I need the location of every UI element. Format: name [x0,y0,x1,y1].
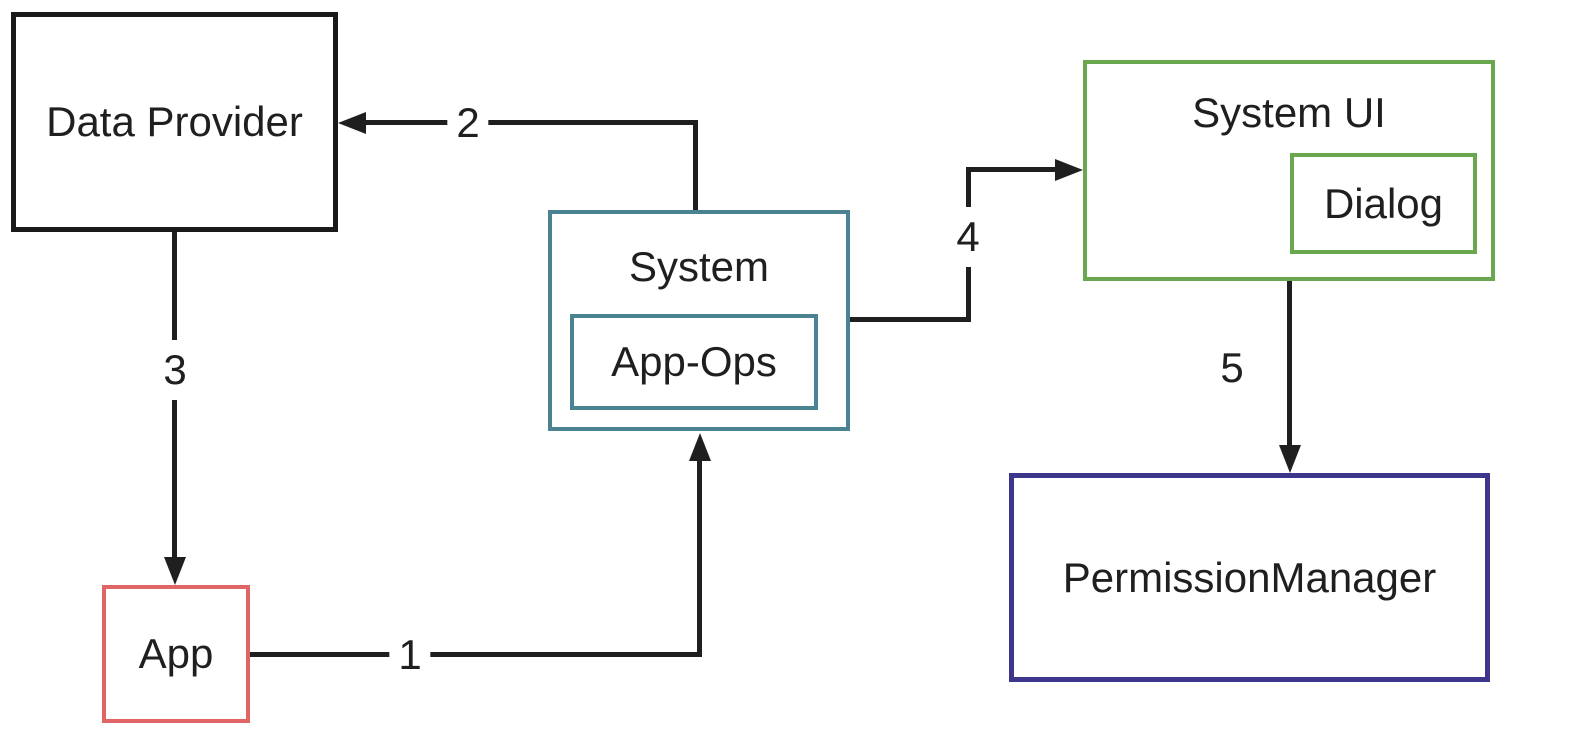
edge-2-label: 2 [447,100,489,146]
node-app: App [102,585,250,723]
node-dialog-label: Dialog [1323,179,1444,227]
node-permission-manager-label: PermissionManager [1062,553,1437,601]
edge-1-label: 1 [389,632,431,678]
node-system-ui-label: System UI [1192,89,1386,136]
node-dialog: Dialog [1290,153,1477,254]
edge-2-vertical-line [693,120,698,210]
edge-4-lower-horizontal-line [850,317,971,322]
edge-1-horizontal-line [250,652,702,657]
edge-1-vertical-line [697,459,702,657]
edge-2-arrowhead-left-icon [338,112,366,134]
node-app-ops: App-Ops [570,314,818,410]
edge-5-arrowhead-down-icon [1279,445,1301,473]
node-data-provider: Data Provider [11,12,338,232]
node-system-label: System [628,243,770,290]
edge-3-label: 3 [159,340,191,400]
edge-1-arrowhead-up-icon [689,433,711,461]
edge-5-vertical-line [1287,281,1292,447]
edge-4-arrowhead-right-icon [1055,159,1083,181]
node-data-provider-label: Data Provider [46,98,303,145]
edge-4-label: 4 [952,207,984,267]
node-app-label: App [138,630,214,677]
edge-4-upper-horizontal-line [966,167,1058,172]
node-permission-manager: PermissionManager [1009,473,1490,682]
node-app-ops-label: App-Ops [611,338,777,385]
edge-2-horizontal-line [360,120,698,125]
edge-3-arrowhead-down-icon [164,557,186,585]
edge-5-label: 5 [1220,344,1244,391]
